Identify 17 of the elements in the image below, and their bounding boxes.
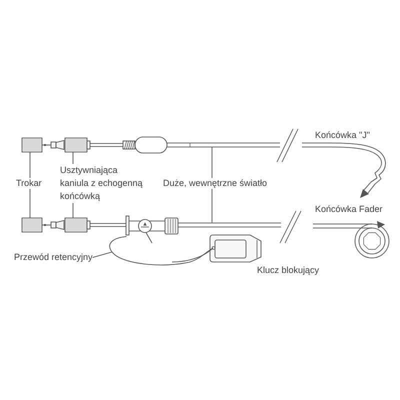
- leader-line: [72, 202, 74, 218]
- trocar-hub: [22, 218, 42, 232]
- cannula-hub: [64, 138, 124, 152]
- catheter-with-hub: [126, 216, 282, 244]
- part-label: Końcówka Fader: [315, 204, 383, 215]
- part-label: Końcówka "J": [315, 130, 370, 141]
- part-label: Klucz blokujący: [257, 265, 320, 276]
- retention-string: [109, 236, 214, 266]
- part-label: Duże, wewnętrzne światło: [163, 178, 268, 189]
- trocar-hub: [22, 138, 42, 152]
- leader-line: [92, 252, 112, 258]
- leader-line: [72, 152, 74, 164]
- catheter-with-hub: [122, 136, 280, 154]
- part-label: Trokar: [16, 178, 42, 189]
- part-label: Usztywniająca kaniula z echogenną końcówką: [60, 164, 146, 203]
- part-label: Przewód retencyjny: [14, 252, 93, 263]
- cannula-hub: [64, 218, 126, 232]
